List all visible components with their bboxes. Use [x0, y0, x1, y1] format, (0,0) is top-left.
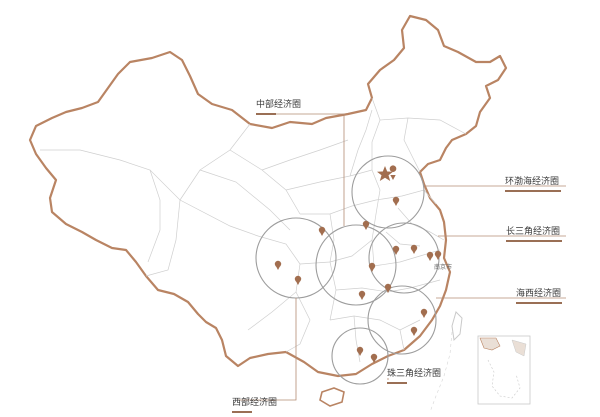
- west-strait-circle-text: 海西经济圈: [516, 289, 562, 299]
- map-pin-icon: [356, 346, 364, 356]
- pearl-circle-label: 珠三角经济圈: [387, 369, 441, 384]
- bohai-circle-label: 环渤海经济圈: [505, 177, 561, 192]
- bohai-accent-bar: [505, 190, 561, 192]
- map-pin-icon: [362, 220, 370, 230]
- yangtze-circle-text: 长三角经济圈: [506, 227, 561, 237]
- central-accent-bar: [256, 113, 276, 115]
- map-pin-icon: [410, 326, 418, 336]
- central-circle-label: 中部经济圈: [256, 100, 301, 115]
- nanjing-city-label: 南京市: [434, 264, 453, 271]
- map-pin-icon: [392, 245, 400, 255]
- map-pin-icon: [358, 290, 366, 300]
- bohai-circle-text: 环渤海经济圈: [505, 177, 560, 187]
- yangtze-circle-label: 长三角经济圈: [506, 227, 562, 242]
- western-circle-label: 西部经济圈: [232, 398, 277, 413]
- circle-west-strait: [367, 285, 437, 355]
- map-pin-icon: [410, 244, 418, 254]
- circle-central: [315, 224, 397, 306]
- map-pin-icon: [392, 196, 400, 206]
- map-pin-icon: [426, 251, 434, 261]
- western-accent-bar: [232, 411, 252, 413]
- map-pin-icon: [318, 226, 326, 236]
- map-pin-icon: [420, 308, 428, 318]
- map-pin-icon: [370, 353, 378, 363]
- leader-central: [262, 113, 345, 226]
- map-pin-icon: [434, 250, 442, 260]
- yangtze-accent-bar: [506, 240, 562, 242]
- west-strait-circle-label: 海西经济圈: [516, 289, 562, 304]
- map-pin-icon: [368, 262, 376, 272]
- star-icon: [377, 166, 393, 181]
- china-border: [28, 14, 508, 378]
- central-circle-text: 中部经济圈: [256, 100, 302, 110]
- west-strait-accent-bar: [516, 302, 562, 304]
- map-pin-icon: [384, 283, 392, 293]
- leader-western: [238, 298, 297, 401]
- map-pin-icon: [294, 275, 302, 285]
- circle-pearl: [331, 327, 389, 385]
- taiwan-island: [451, 311, 463, 342]
- hainan-island: [319, 387, 345, 407]
- pearl-accent-bar: [387, 382, 407, 384]
- pearl-circle-text: 珠三角经济圈: [387, 369, 442, 379]
- sea-boundary: [429, 331, 453, 413]
- city-pins: [274, 165, 442, 363]
- map-pin-icon: [274, 260, 282, 270]
- western-circle-text: 西部经济圈: [232, 398, 278, 408]
- circle-bohai: [351, 155, 425, 229]
- south-china-sea-inset: [477, 335, 531, 405]
- map-pin-icon: [389, 165, 397, 180]
